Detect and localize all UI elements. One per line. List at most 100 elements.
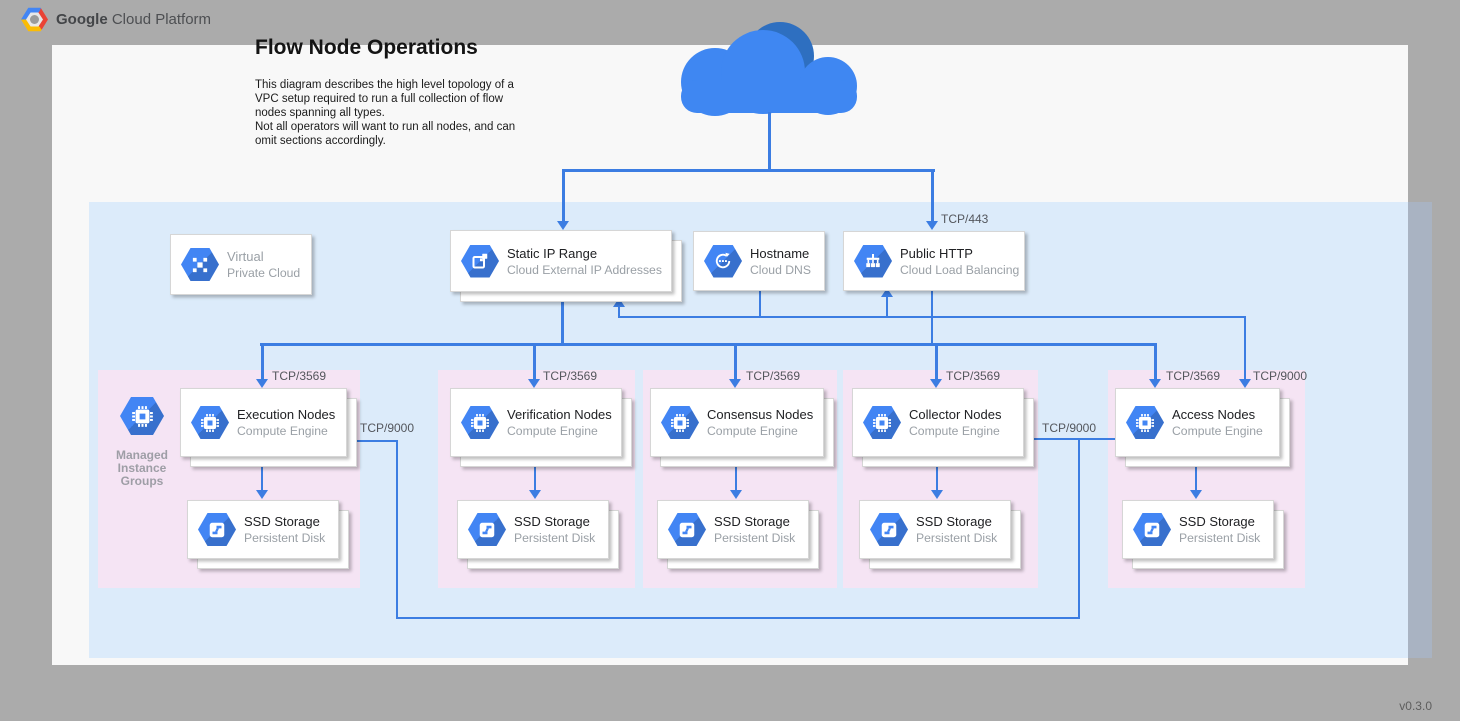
collector-nodes-subtitle: Compute Engine — [909, 424, 1000, 438]
compute-engine-icon — [661, 406, 699, 439]
edge-to-static-ip — [562, 171, 565, 222]
edge-branch-collector — [935, 343, 938, 380]
page-description: This diagram describes the high level to… — [255, 78, 531, 148]
compute-engine-icon — [461, 406, 499, 439]
edge-static-ip-feed — [561, 299, 564, 345]
label-tcp9000-collector: TCP/9000 — [1042, 421, 1097, 435]
edge-to-public-http — [931, 171, 934, 222]
arrowhead-ssd-consensus — [730, 490, 742, 499]
persistent-disk-icon — [198, 513, 236, 546]
label-tcp3569-access: TCP/3569 — [1166, 369, 1221, 383]
card-hostname: Hostname Cloud DNS — [693, 231, 825, 291]
arrowhead-ssd-collector — [931, 490, 943, 499]
label-tcp443: TCP/443 — [941, 212, 989, 226]
brand-google: Google — [56, 11, 108, 28]
edge-collector-to-ssd — [936, 456, 938, 490]
access-nodes-subtitle: Compute Engine — [1172, 424, 1263, 438]
label-tcp3569-collector: TCP/3569 — [946, 369, 1001, 383]
arrowhead-up-static-ip — [613, 298, 625, 307]
card-ssd-consensus: SSD Storage Persistent Disk — [657, 500, 809, 559]
edge-verification-to-ssd — [534, 456, 536, 490]
ssd-title: SSD Storage — [244, 514, 320, 529]
arrowhead-ssd-verification — [529, 490, 541, 499]
arrowhead-execution — [256, 379, 268, 388]
label-tcp9000-access-top: TCP/9000 — [1253, 369, 1308, 383]
card-access-nodes: Access Nodes Compute Engine — [1115, 388, 1280, 457]
cloud-dns-icon — [704, 244, 742, 278]
card-verification-nodes: Verification Nodes Compute Engine — [450, 388, 622, 457]
arrowhead-ssd-access — [1190, 490, 1202, 499]
description-paragraph-1: This diagram describes the high level to… — [255, 79, 514, 119]
external-ip-icon — [461, 244, 499, 278]
label-tcp3569-consensus: TCP/3569 — [746, 369, 801, 383]
compute-engine-icon — [863, 406, 901, 439]
label-tcp3569-execution: TCP/3569 — [272, 369, 327, 383]
arrowhead-into-public-http — [926, 221, 938, 230]
execution-nodes-title: Execution Nodes — [237, 407, 336, 422]
card-static-ip-range: Static IP Range Cloud External IP Addres… — [450, 230, 672, 292]
card-ssd-collector: SSD Storage Persistent Disk — [859, 500, 1011, 559]
vpc-area-overflow-strip — [1408, 202, 1432, 658]
edge-consensus-to-ssd — [735, 456, 737, 490]
ssd-title: SSD Storage — [514, 514, 590, 529]
edge-access-to-collector — [1031, 438, 1120, 440]
card-ssd-verification: SSD Storage Persistent Disk — [457, 500, 609, 559]
version-label: v0.3.0 — [1399, 699, 1432, 713]
access-nodes-title: Access Nodes — [1172, 407, 1256, 422]
label-tcp3569-verification: TCP/3569 — [543, 369, 598, 383]
internet-cloud-icon — [681, 22, 857, 116]
edge-public-http-drop — [931, 289, 933, 343]
edge-branch-verification — [533, 343, 536, 380]
arrowhead-tcp9000-access — [1239, 379, 1251, 388]
edge-cloud-stem — [768, 112, 771, 170]
edge-loop-right — [1078, 439, 1080, 619]
card-public-http: Public HTTP Cloud Load Balancing — [843, 231, 1025, 291]
static-ip-title: Static IP Range — [507, 245, 598, 261]
label-tcp9000-execution: TCP/9000 — [360, 421, 415, 435]
vpc-icon — [181, 248, 219, 281]
persistent-disk-icon — [468, 513, 506, 546]
load-balancer-icon — [854, 244, 892, 278]
edge-branch-access — [1154, 343, 1157, 380]
verification-nodes-title: Verification Nodes — [507, 407, 612, 422]
brand-cloud-platform: Cloud Platform — [111, 11, 212, 28]
arrowhead-into-static-ip — [557, 221, 569, 230]
ssd-subtitle: Persistent Disk — [244, 531, 326, 545]
consensus-nodes-subtitle: Compute Engine — [707, 424, 798, 438]
consensus-nodes-title: Consensus Nodes — [707, 407, 814, 422]
ssd-subtitle: Persistent Disk — [514, 531, 596, 545]
arrowhead-up-public-http — [881, 288, 893, 297]
verification-nodes-subtitle: Compute Engine — [507, 424, 598, 438]
edge-distribution-bar — [260, 343, 1157, 346]
card-virtual-private-cloud: Virtual Private Cloud — [170, 234, 312, 295]
card-collector-nodes: Collector Nodes Compute Engine — [852, 388, 1024, 457]
managed-instance-groups-label: Managed Instance Groups — [115, 448, 168, 488]
page-title: Flow Node Operations — [255, 36, 478, 59]
managed-instance-groups-icon — [120, 397, 164, 435]
vpc-title: Virtual — [227, 249, 264, 264]
edge-execution-to-ssd — [261, 456, 263, 490]
edge-branch-consensus — [734, 343, 737, 380]
persistent-disk-icon — [870, 513, 908, 546]
static-ip-subtitle: Cloud External IP Addresses — [507, 262, 662, 277]
public-http-subtitle: Cloud Load Balancing — [900, 262, 1020, 277]
arrowhead-access — [1149, 379, 1161, 388]
collector-nodes-title: Collector Nodes — [909, 407, 1002, 422]
gcp-logo-icon — [21, 7, 48, 32]
vpc-subtitle: Private Cloud — [227, 266, 301, 280]
edge-into-execution — [354, 440, 396, 442]
edge-branch-execution — [261, 343, 264, 380]
edge-loop-left — [396, 440, 398, 617]
ssd-title: SSD Storage — [1179, 514, 1255, 529]
edge-tcp9000-into-access — [1244, 316, 1246, 380]
arrowhead-ssd-execution — [256, 490, 268, 499]
ssd-title: SSD Storage — [916, 514, 992, 529]
card-ssd-execution: SSD Storage Persistent Disk — [187, 500, 339, 559]
compute-engine-icon — [1126, 406, 1164, 439]
ssd-title: SSD Storage — [714, 514, 790, 529]
card-ssd-access: SSD Storage Persistent Disk — [1122, 500, 1274, 559]
edge-return-up-public-http — [886, 297, 888, 316]
edge-access-to-ssd — [1195, 456, 1197, 490]
brand-text: Google Cloud Platform — [56, 11, 211, 28]
ssd-subtitle: Persistent Disk — [714, 531, 796, 545]
